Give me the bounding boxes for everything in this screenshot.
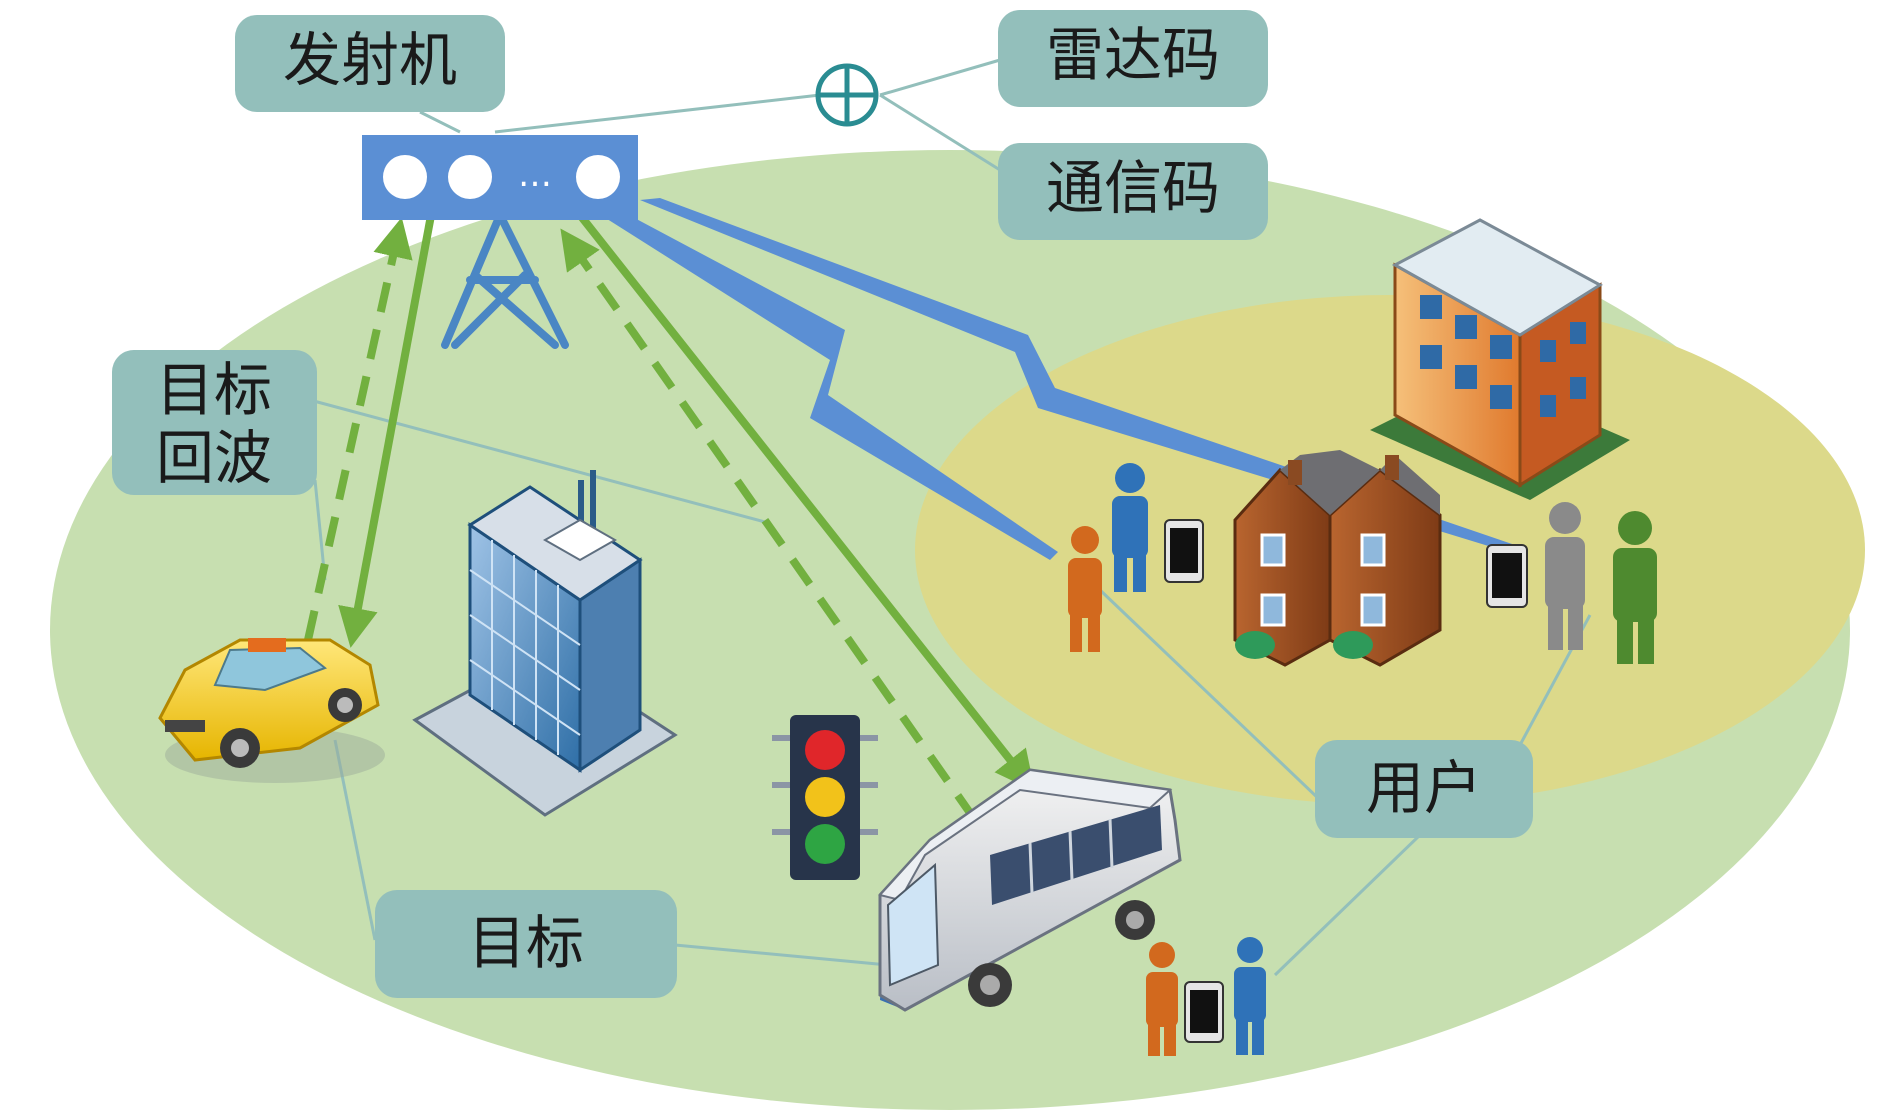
antenna-element bbox=[576, 155, 620, 199]
houses-icon bbox=[1233, 450, 1442, 667]
person-icon bbox=[1234, 937, 1266, 1055]
antenna-ellipsis: … bbox=[518, 155, 552, 195]
user-group-1 bbox=[1068, 463, 1204, 652]
comm-beam-right bbox=[640, 198, 1515, 552]
echo-arrows bbox=[304, 217, 979, 823]
traffic-light-icon bbox=[772, 715, 878, 880]
label-user: 用户 bbox=[1315, 740, 1533, 838]
user-group-2 bbox=[1486, 502, 1657, 664]
person-icon bbox=[1146, 942, 1178, 1056]
label-radar-code-text: 雷达码 bbox=[1046, 21, 1220, 89]
phone-icon bbox=[1164, 519, 1204, 583]
taxi-icon bbox=[158, 638, 385, 783]
label-transmitter-text: 发射机 bbox=[283, 26, 457, 94]
phone-icon bbox=[1184, 981, 1224, 1043]
antenna-element bbox=[383, 155, 427, 199]
label-target-echo-line2: 回波 bbox=[156, 424, 272, 492]
antenna-array: … bbox=[362, 135, 638, 220]
person-icon bbox=[1068, 526, 1102, 652]
label-comm-code-text: 通信码 bbox=[1046, 154, 1220, 222]
comm-beam-left bbox=[585, 205, 1058, 560]
bus-echo-arrow bbox=[560, 228, 979, 823]
tower-icon bbox=[441, 211, 569, 349]
person-icon bbox=[1112, 463, 1148, 592]
label-transmitter: 发射机 bbox=[235, 15, 505, 112]
label-comm-code: 通信码 bbox=[998, 143, 1268, 240]
label-target-echo-line1: 目标 bbox=[156, 356, 272, 424]
tx-to-bus-arrow bbox=[576, 212, 1035, 792]
office-building-icon bbox=[412, 470, 678, 817]
signal-arrows bbox=[338, 209, 1035, 792]
label-target-text: 目标 bbox=[468, 909, 584, 977]
bus-icon bbox=[878, 768, 1182, 1012]
user-group-3 bbox=[1146, 937, 1266, 1056]
antenna-element bbox=[448, 155, 492, 199]
label-radar-code: 雷达码 bbox=[998, 10, 1268, 107]
tx-to-taxi-arrow bbox=[338, 209, 436, 648]
person-icon bbox=[1613, 511, 1657, 664]
label-target: 目标 bbox=[375, 890, 677, 998]
label-target-echo: 目标 回波 bbox=[112, 350, 317, 495]
phone-icon bbox=[1486, 544, 1528, 608]
apartment-building-icon bbox=[1370, 218, 1630, 500]
person-icon bbox=[1545, 502, 1585, 650]
label-user-text: 用户 bbox=[1366, 754, 1482, 822]
mixer-icon bbox=[815, 63, 879, 127]
taxi-echo-arrow bbox=[304, 217, 413, 641]
